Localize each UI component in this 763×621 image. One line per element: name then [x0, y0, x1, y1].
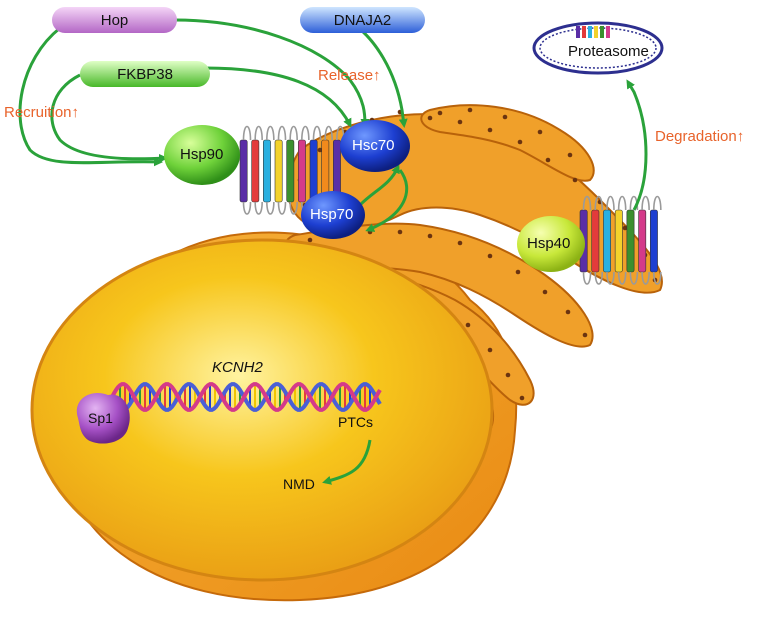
arrow-ptcs-to-nmd — [322, 439, 372, 485]
arrow-hsp70-to-hsc70 — [358, 164, 400, 207]
dna-helix-icon — [110, 382, 382, 412]
hsp90-label: Hsp90 — [180, 146, 224, 163]
hsp90-ball — [164, 125, 240, 185]
arrow-fkbp38-to-hsc70 — [204, 66, 352, 128]
hsc70-ball — [340, 120, 410, 172]
fkbp38-pill: FKBP38 — [80, 61, 210, 87]
hop-label: Hop — [100, 11, 129, 29]
gene-label: KCNH2 — [212, 359, 263, 376]
recruition-label: Recruition↑ — [4, 104, 80, 121]
ptcs-label: PTCs — [338, 414, 373, 430]
hsp40-ball — [517, 216, 585, 272]
release-label: Release↑ — [318, 67, 381, 84]
arrow-hop-to-hsc70 — [174, 18, 370, 128]
hop-pill: Hop — [52, 7, 177, 33]
degradation-label: Degradation↑ — [655, 128, 745, 145]
arrow-hsp40-to-proteasome — [626, 79, 648, 211]
arrow-fkbp38-to-hsp90 — [50, 73, 168, 163]
dnaja2-label: DNAJA2 — [333, 11, 392, 29]
proteasome-label: Proteasome — [568, 43, 649, 60]
hsc70-label: Hsc70 — [352, 137, 395, 154]
nucleus — [30, 238, 494, 582]
channel-icon — [579, 195, 662, 285]
sp1-label: Sp1 — [88, 410, 113, 426]
hsp40-label: Hsp40 — [527, 235, 571, 252]
nmd-label: NMD — [283, 476, 315, 492]
arrows — [18, 18, 648, 485]
fkbp38-label: FKBP38 — [117, 65, 173, 83]
proteasome-icon — [532, 21, 664, 75]
dnaja2-pill: DNAJA2 — [300, 7, 425, 33]
sp1-shape — [76, 392, 130, 444]
arrow-hop-to-hsp90 — [18, 26, 163, 167]
hsp70-ball — [301, 191, 365, 239]
arrow-hsc70-to-hsp70 — [365, 169, 409, 232]
hsp70-label: Hsp70 — [310, 206, 354, 223]
